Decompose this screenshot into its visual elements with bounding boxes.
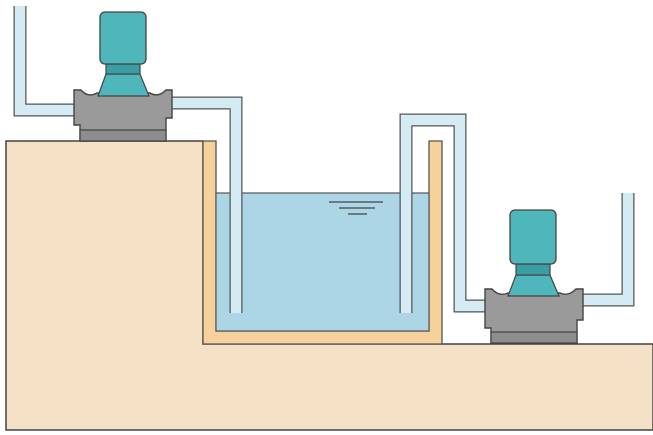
water-level-mark xyxy=(329,201,383,215)
pipe-outlet-outer xyxy=(580,193,635,307)
pump-right-base xyxy=(490,331,578,344)
pipe-right xyxy=(400,114,494,313)
pump-right-coupling xyxy=(507,274,560,297)
pipe-outlet xyxy=(580,193,634,306)
pump-right-band xyxy=(515,263,551,276)
pipe-left xyxy=(14,6,83,116)
pump-left-motor xyxy=(99,11,147,65)
pump-left-base xyxy=(79,129,167,142)
pump-right xyxy=(484,209,584,344)
pipe-middle xyxy=(170,97,242,313)
tank-water xyxy=(215,192,430,332)
pump-left-coupling xyxy=(97,73,150,97)
pump-right-housing xyxy=(484,288,584,344)
pump-left-band xyxy=(105,63,141,75)
pump-right-motor xyxy=(509,209,557,265)
pump-left-housing xyxy=(73,89,173,142)
pump-left xyxy=(73,11,173,142)
